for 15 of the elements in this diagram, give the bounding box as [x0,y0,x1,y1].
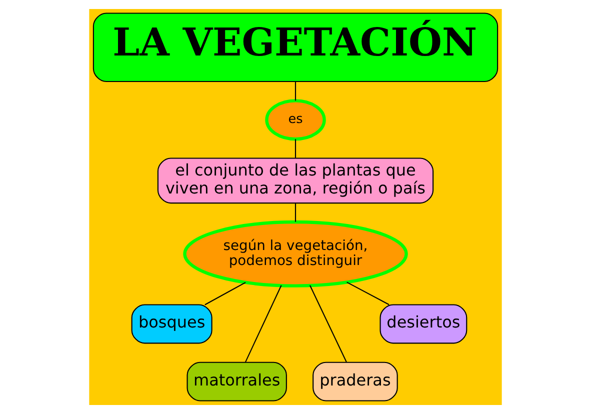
connector [294,202,296,222]
node-box: el conjunto de las plantas que viven en una zona, región o país [157,157,434,204]
node-ellipse: según la vegetación, podemos distinguir [183,220,408,287]
node-box: bosques [131,304,212,344]
node-box: praderas [312,361,398,401]
connector [294,138,296,158]
connector [294,81,296,100]
connector [309,284,347,362]
node-ellipse: es [265,98,326,140]
node-box: LA VEGETACIÓN [92,12,498,82]
node-box: desiertos [380,304,468,344]
connector [244,284,282,362]
node-box: matorrales [186,361,287,401]
connector [346,281,390,305]
connector [204,281,246,305]
